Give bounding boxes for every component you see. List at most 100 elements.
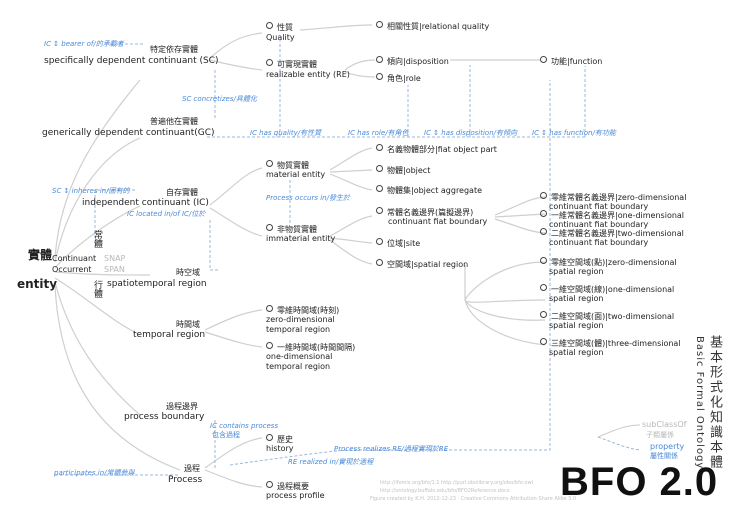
two-d-cfb-zh: 二維常體名義邊界|two-dimensional	[551, 229, 684, 238]
footer-url2: http://ontology.buffalo.edu/bfo/BFO2Refe…	[380, 488, 510, 494]
zero-d-sr-node: 零維空間域(點)|zero-dimensional	[540, 257, 677, 268]
fiat-object-part-node: 名義物體部分|fiat object part	[376, 144, 497, 155]
process-en: Process	[168, 475, 203, 485]
node-circle-icon	[376, 21, 383, 28]
function-node: 功能|function	[540, 56, 602, 67]
rel-sc-concretizes: SC concretizes/具體化	[182, 95, 257, 103]
disposition-node: 傾向|disposition	[376, 56, 449, 67]
zero-d-tr-en1: zero-dimensional	[266, 315, 335, 324]
tr-en: temporal region	[133, 330, 206, 340]
ic-zh: 自存實體	[166, 188, 198, 197]
cfb-node: 常體名義邊界(篇擬邊界)	[376, 207, 473, 218]
immaterial-en: immaterial entity	[266, 234, 336, 243]
realizable-en: realizable entity (RE)	[266, 70, 350, 79]
node-circle-icon	[376, 238, 383, 245]
process-boundary-zh: 過程邊界	[166, 402, 198, 411]
node-circle-icon	[266, 342, 273, 349]
spatial-region-label: 空間域|spatial region	[387, 260, 469, 269]
title-main: BFO 2.0	[560, 460, 719, 504]
zero-d-tr-zh: 零維時間域(時刻)	[277, 306, 340, 315]
zero-d-cfb-zh: 零維常體名義邊界|zero-dimensional	[551, 193, 687, 202]
zero-d-sr-en: spatial region	[549, 267, 604, 276]
occurrent-zh: 行體	[92, 280, 102, 298]
gdc-en: generically dependent continuant(GC)	[42, 128, 215, 138]
root-en: entity	[17, 277, 58, 291]
disposition-label: 傾向|disposition	[387, 57, 449, 66]
history-en: history	[266, 444, 294, 453]
node-circle-icon	[266, 59, 273, 66]
node-circle-icon	[266, 434, 273, 441]
rel-ic-has-role: IC has role/有角色	[348, 129, 409, 137]
legend-property-en: property	[650, 442, 685, 451]
role-label: 角色|role	[387, 74, 421, 83]
relational-quality-node: 相關性質|relational quality	[376, 21, 489, 32]
legend-subclass-en: subClassOf	[642, 420, 687, 429]
rel-ic-has-disposition: IC ↕ has disposition/有傾向	[424, 129, 517, 137]
three-d-sr-en: spatial region	[549, 348, 604, 357]
material-en: material entity	[266, 170, 326, 179]
history-zh: 歷史	[277, 435, 293, 444]
continuant-en: Continuant	[52, 254, 97, 263]
root-zh: 實體	[28, 248, 53, 262]
rel-process-realizes-re: Process realizes RE/過程實現於RE	[334, 445, 449, 453]
zero-d-tr-node: 零維時間域(時刻)	[266, 305, 339, 316]
node-circle-icon	[376, 73, 383, 80]
node-circle-icon	[266, 160, 273, 167]
node-circle-icon	[540, 311, 547, 318]
material-zh: 物質實體	[277, 161, 309, 170]
realizable-zh: 可實現實體	[277, 60, 317, 69]
two-d-cfb-en: continuant fiat boundary	[549, 238, 649, 247]
site-label: 位域|site	[387, 239, 421, 248]
rel-ic-contains-process-zh: 包含過程	[212, 431, 240, 439]
one-d-cfb-node: 一維常體名義邊界|one-dimensional	[540, 210, 684, 221]
object-label: 物體|object	[387, 166, 431, 175]
tr-zh: 時間域	[176, 320, 200, 329]
node-circle-icon	[540, 257, 547, 264]
quality-en: Quality	[266, 33, 295, 42]
footer-credit: Figure created by K.H. 2012-12-23 · Crea…	[370, 496, 576, 502]
sdc-zh: 特定依存實體	[150, 45, 198, 54]
one-d-tr-en2: temporal region	[266, 362, 331, 371]
one-d-tr-en1: one-dimensional	[266, 352, 333, 361]
object-aggregate-node: 物體集|object aggregate	[376, 185, 482, 196]
relational-quality-label: 相關性質|relational quality	[387, 22, 490, 31]
node-circle-icon	[266, 305, 273, 312]
node-circle-icon	[376, 56, 383, 63]
node-circle-icon	[540, 192, 547, 199]
rel-ic-has-quality: IC has quality/有性質	[250, 129, 322, 137]
immaterial-zh: 非物質實體	[277, 225, 317, 234]
process-profile-node: 過程概要	[266, 481, 309, 492]
node-circle-icon	[376, 259, 383, 266]
legend-property-zh: 屬性關係	[650, 452, 678, 460]
three-d-sr-node: 三維空間域(體)|three-dimensional	[540, 338, 681, 349]
fiat-object-part-label: 名義物體部分|fiat object part	[387, 145, 497, 154]
rel-ic-contains-process-en: IC contains process	[210, 422, 279, 430]
history-node: 歷史	[266, 434, 293, 445]
immaterial-node: 非物質實體	[266, 224, 317, 235]
quality-zh: 性質	[277, 23, 293, 32]
node-circle-icon	[266, 22, 273, 29]
rel-sc-inheres-in: SC ↕ inheres in/固有的	[52, 187, 130, 195]
span-label: SPAN	[104, 265, 125, 274]
rel-process-occurs-in: Process occurs in/發生於	[266, 194, 350, 202]
process-boundary-en: process boundary	[124, 412, 205, 422]
process-profile-zh: 過程概要	[277, 482, 309, 491]
node-circle-icon	[376, 207, 383, 214]
str-zh: 時空域	[176, 268, 200, 277]
node-circle-icon	[540, 284, 547, 291]
rel-bearer-of: IC ↕ bearer of/的承載者	[44, 40, 124, 48]
two-d-sr-en: spatial region	[549, 321, 604, 330]
three-d-sr-zh: 三維空間域(體)|three-dimensional	[551, 339, 681, 348]
occurrent-en: Occurrent	[52, 265, 92, 274]
cfb-en: continuant fiat boundary	[388, 217, 488, 226]
zero-d-cfb-en: continuant fiat boundary	[549, 202, 649, 211]
node-circle-icon	[376, 185, 383, 192]
one-d-sr-zh: 一維空間域(線)|one-dimensional	[551, 285, 675, 294]
title-en: Basic Formal Ontology	[694, 336, 705, 470]
ic-en: independent continuant (IC)	[82, 198, 209, 208]
legend-subclass-zh: 子類屬係	[646, 431, 674, 439]
site-node: 位域|site	[376, 238, 420, 249]
rel-ic-located-in: IC located in/of IC/位於	[127, 210, 206, 218]
